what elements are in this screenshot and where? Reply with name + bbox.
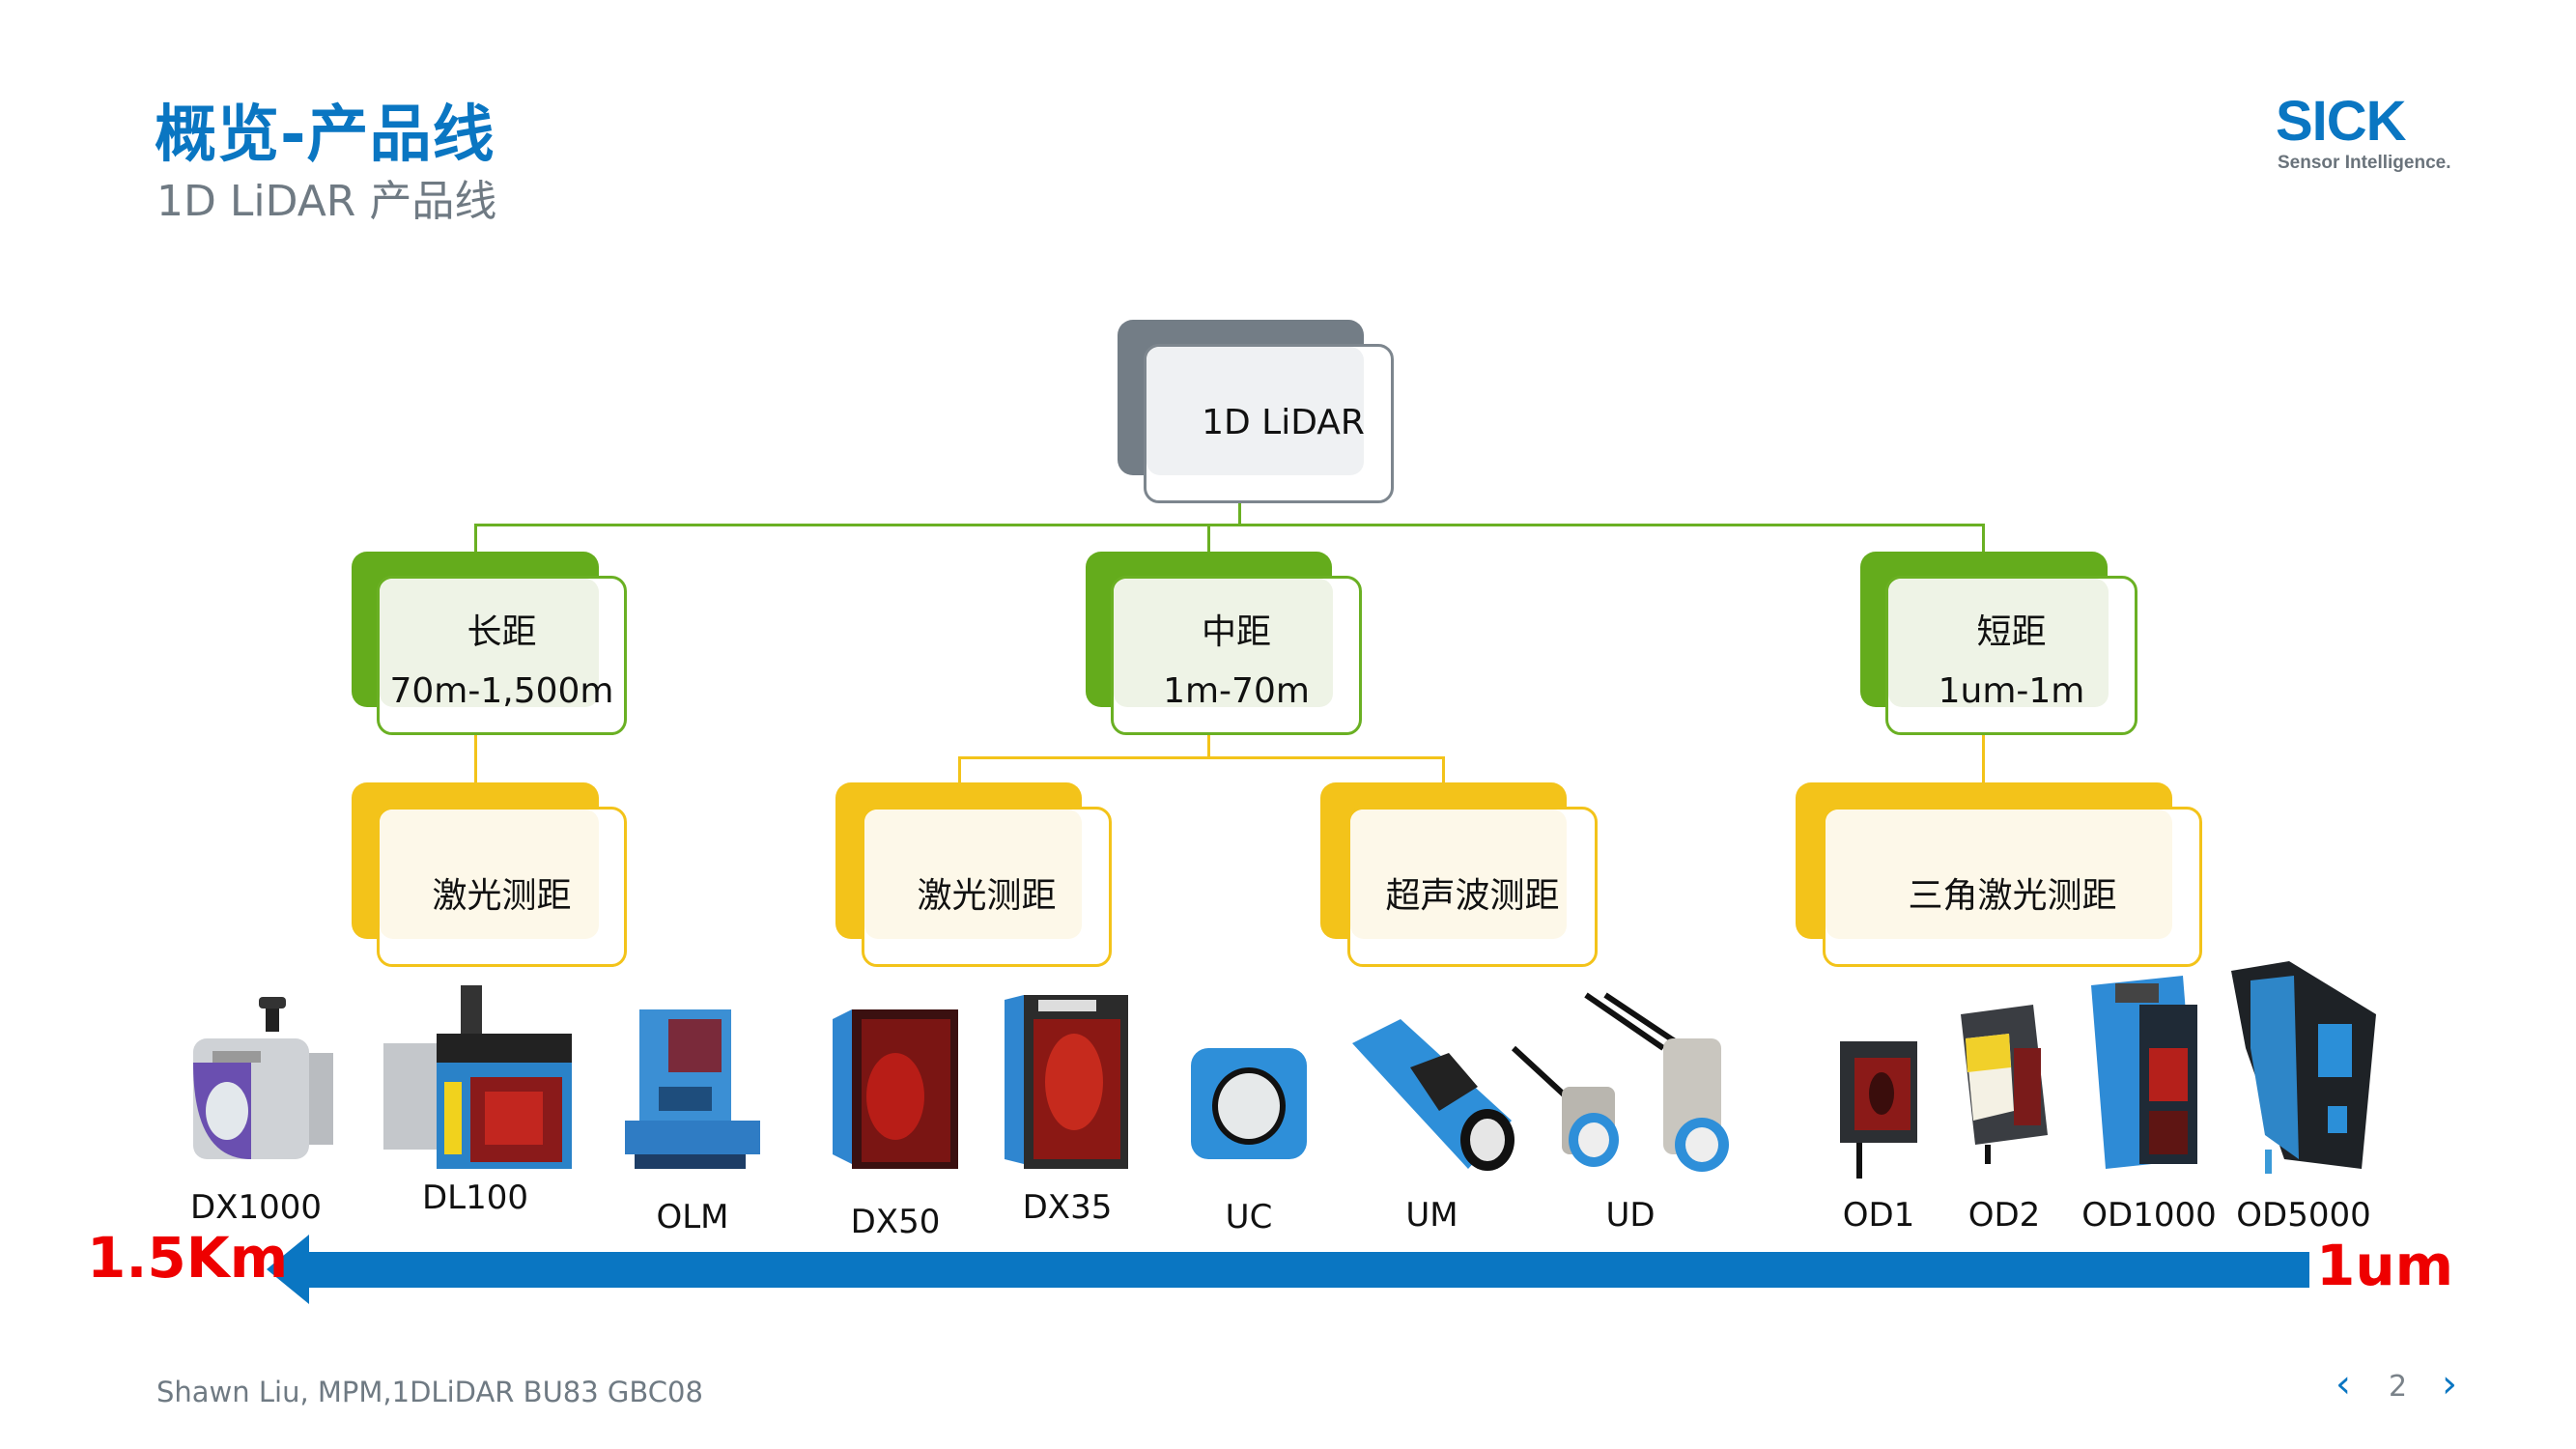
sensor-image-ud xyxy=(1509,990,1798,1174)
logo-tagline: Sensor Intelligence. xyxy=(2278,153,2451,173)
node-long-laser-label: 激光测距 xyxy=(432,876,572,916)
node-mid-ultrasonic-label: 超声波测距 xyxy=(1385,876,1560,916)
product-dl100: DL100 xyxy=(379,985,572,1227)
sensor-image-od1 xyxy=(1835,1034,1922,1179)
sensor-image-dx50 xyxy=(833,1009,958,1174)
connector-short-to-triangulation xyxy=(1982,735,1985,783)
connector-mid-down xyxy=(1207,735,1210,759)
product-od1: OD1 xyxy=(1835,1034,1922,1235)
node-mid-laser-label: 激光测距 xyxy=(917,876,1057,916)
node-long-span: 70m-1,500m xyxy=(389,671,614,711)
product-label: DX35 xyxy=(1022,1188,1113,1227)
sensor-image-dx35 xyxy=(1005,995,1130,1169)
product-ud: UD xyxy=(1509,990,1798,1235)
connector-to-short xyxy=(1982,524,1985,553)
scale-right-label: 1um xyxy=(2316,1233,2454,1298)
node-short-triangulation-label: 三角激光测距 xyxy=(1908,876,2117,916)
product-dx50: DX50 xyxy=(833,1009,958,1241)
connector-long-to-laser xyxy=(474,735,477,783)
page-title: 概览-产品线 xyxy=(155,99,495,171)
footer-author: Shawn Liu, MPM,1DLiDAR BU83 GBC08 xyxy=(156,1376,703,1408)
product-od2: OD2 xyxy=(1956,1000,2052,1235)
sensor-image-od2 xyxy=(1956,1000,2052,1164)
node-long-name: 长距 xyxy=(467,612,537,652)
sick-logo: SICK Sensor Intelligence. xyxy=(2276,93,2469,180)
node-short-name: 短距 xyxy=(1976,612,2047,652)
next-page-button[interactable]: › xyxy=(2442,1362,2457,1406)
product-label: DX50 xyxy=(850,1203,941,1241)
scale-arrow-head xyxy=(267,1235,309,1304)
product-label: UM xyxy=(1405,1196,1458,1235)
sensor-image-dx1000 xyxy=(174,995,338,1169)
product-label: OD1 xyxy=(1842,1196,1915,1235)
product-uc: UC xyxy=(1186,1034,1312,1236)
page-number: 2 xyxy=(2389,1370,2408,1404)
node-root-label: 1D LiDAR xyxy=(1202,403,1365,442)
connector-level1-bus xyxy=(474,524,1985,526)
sensor-image-dl100 xyxy=(379,985,572,1169)
sensor-image-um xyxy=(1343,1014,1521,1179)
product-um: UM xyxy=(1343,1014,1521,1235)
product-od5000: OD5000 xyxy=(2226,961,2381,1235)
sensor-image-od1000 xyxy=(2086,976,2212,1169)
product-label: OD1000 xyxy=(2081,1196,2217,1235)
product-dx35: DX35 xyxy=(1005,995,1130,1227)
scale-arrow-shaft xyxy=(307,1252,2309,1288)
product-od1000: OD1000 xyxy=(2081,976,2217,1235)
connector-to-long xyxy=(474,524,477,553)
product-label: DL100 xyxy=(421,1179,529,1217)
product-label: OLM xyxy=(656,1198,729,1236)
node-mid-span: 1m-70m xyxy=(1163,671,1310,711)
connector-to-mid-laser xyxy=(958,756,961,783)
product-label: OD5000 xyxy=(2236,1196,2371,1235)
logo-wordmark: SICK xyxy=(2276,90,2407,153)
node-short-span: 1um-1m xyxy=(1938,671,2085,711)
product-olm: OLM xyxy=(620,1005,765,1236)
connector-root-down xyxy=(1238,503,1241,526)
sensor-image-uc xyxy=(1186,1034,1312,1169)
connector-to-ultrasonic xyxy=(1442,756,1445,783)
node-mid-name: 中距 xyxy=(1201,612,1271,652)
connector-to-mid xyxy=(1207,524,1210,553)
page-subtitle: 1D LiDAR 产品线 xyxy=(156,177,497,226)
sensor-image-olm xyxy=(620,1005,765,1169)
product-label: OD2 xyxy=(1967,1196,2041,1235)
product-label: UD xyxy=(1605,1196,1656,1235)
scale-left-label: 1.5Km xyxy=(87,1225,289,1291)
product-dx1000: DX1000 xyxy=(174,995,338,1227)
product-label: DX1000 xyxy=(190,1188,322,1227)
sensor-image-od5000 xyxy=(2226,961,2381,1174)
prev-page-button[interactable]: ‹ xyxy=(2335,1362,2351,1406)
product-label: UC xyxy=(1225,1198,1273,1236)
connector-mid-bus xyxy=(958,756,1445,759)
